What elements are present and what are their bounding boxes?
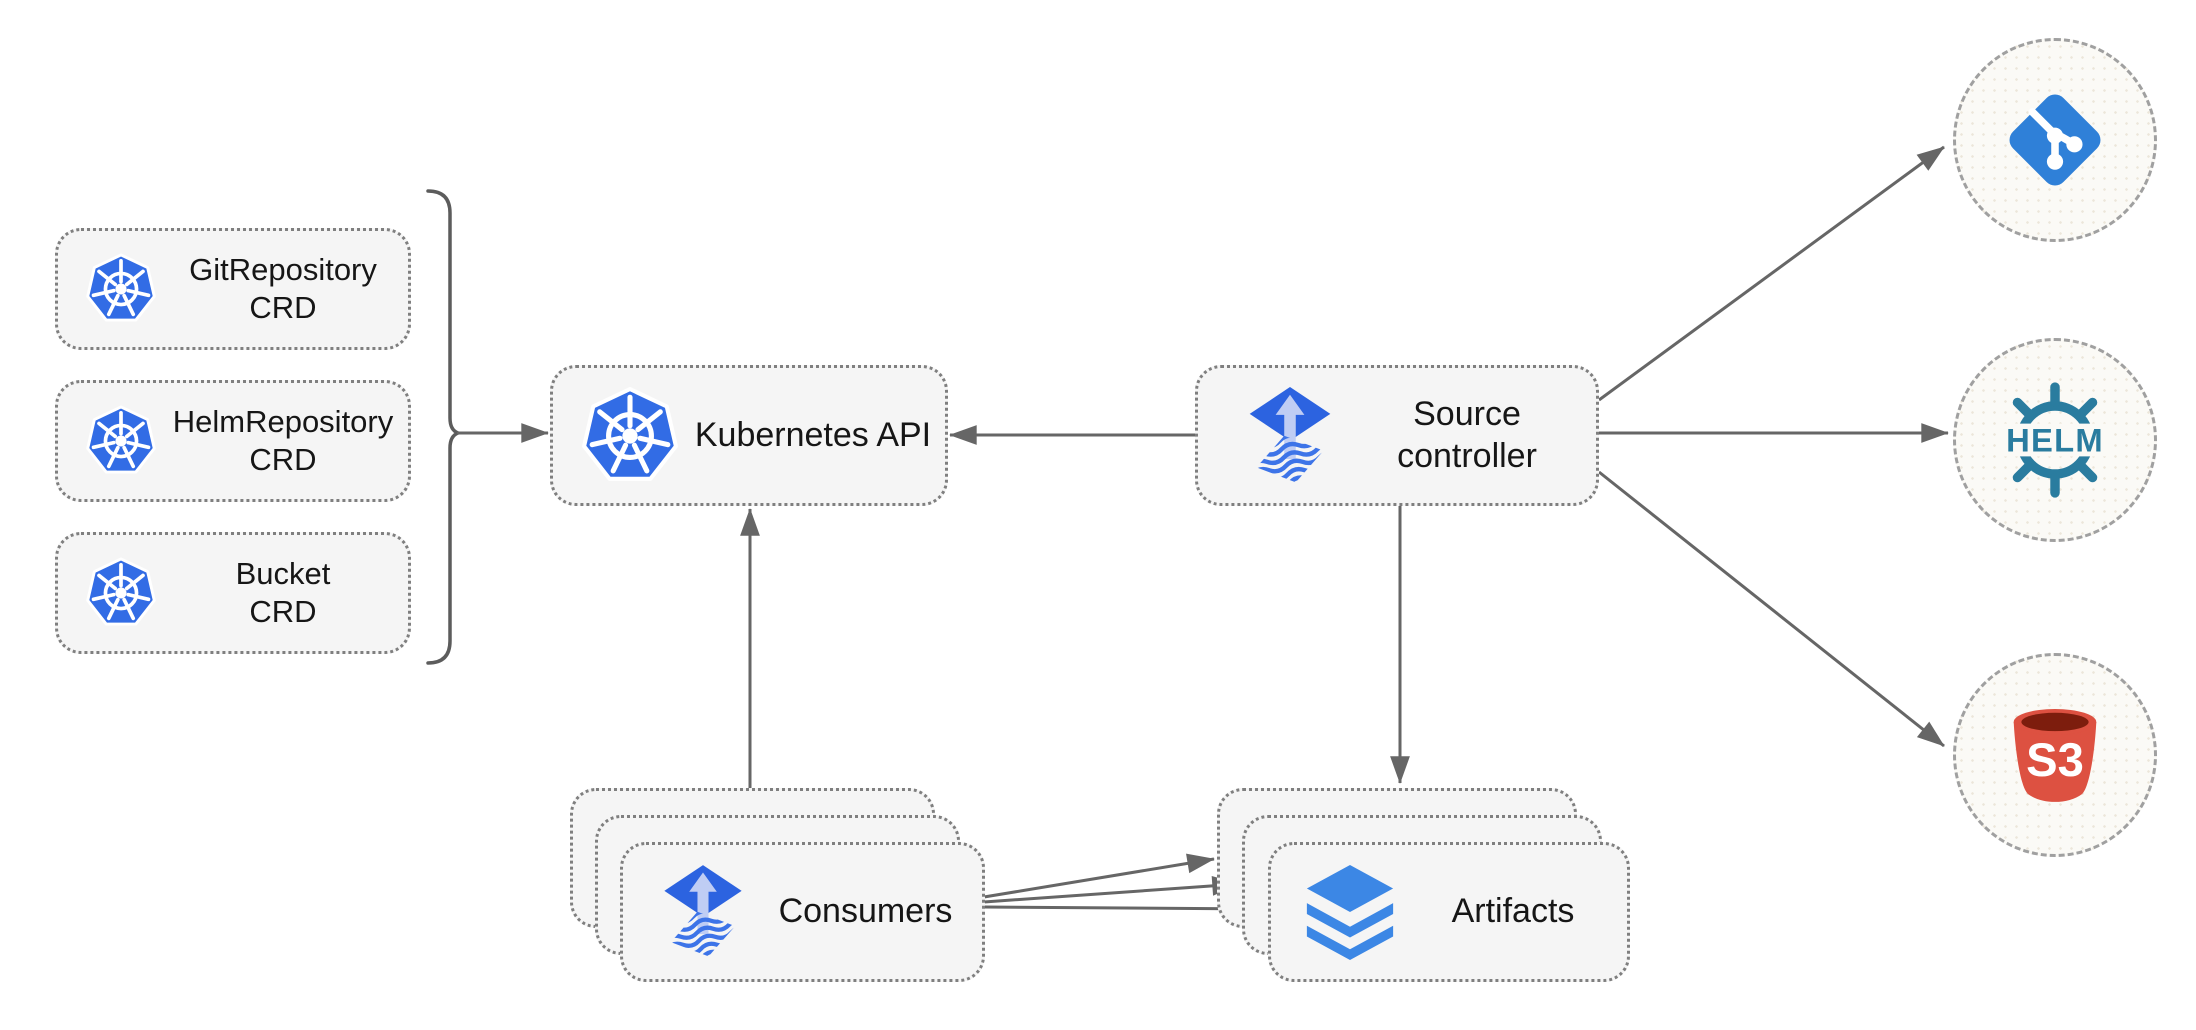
kubernetes-icon bbox=[86, 253, 156, 322]
node-bucket-crd: Bucket CRD bbox=[55, 532, 411, 654]
s3-text: S3 bbox=[2026, 734, 2084, 787]
arrow-source-controller-to-git bbox=[1598, 145, 1945, 402]
node-s3-bucket: S3 bbox=[1953, 653, 2157, 857]
node-label: Kubernetes API bbox=[694, 415, 932, 454]
node-label: HelmRepository CRD bbox=[172, 404, 394, 477]
kubernetes-icon bbox=[86, 557, 156, 626]
node-git-repository bbox=[1953, 38, 2157, 242]
node-gitrepository-crd: GitRepository CRD bbox=[55, 228, 411, 350]
git-icon bbox=[2009, 94, 2101, 186]
node-kubernetes-api: Kubernetes API bbox=[550, 365, 948, 506]
flux-icon bbox=[1249, 386, 1331, 491]
crd-group-bracket bbox=[426, 189, 463, 665]
node-label: Artifacts bbox=[1451, 892, 1575, 931]
node-label: GitRepository CRD bbox=[189, 252, 377, 325]
arrow-consumers-to-artifacts-1 bbox=[983, 853, 1215, 899]
node-helm-repository: HELM bbox=[1953, 338, 2157, 542]
arrow-consumers-to-artifacts-2 bbox=[983, 876, 1240, 904]
kubernetes-icon bbox=[582, 386, 678, 481]
node-label: Bucket CRD bbox=[235, 556, 331, 629]
node-consumers: Consumers bbox=[620, 842, 985, 982]
flux-icon bbox=[664, 865, 742, 965]
s3-icon: S3 bbox=[2013, 708, 2097, 802]
kubernetes-icon bbox=[86, 405, 156, 474]
node-source-controller: Source controller bbox=[1195, 365, 1599, 506]
layers-icon bbox=[1306, 864, 1394, 961]
helm-icon: HELM bbox=[2002, 382, 2108, 498]
arrow-source-controller-to-s3 bbox=[1598, 470, 1945, 748]
helm-text: HELM bbox=[2006, 421, 2104, 458]
node-artifacts: Artifacts bbox=[1268, 842, 1630, 982]
node-label: Consumers bbox=[778, 892, 953, 931]
node-label: Source controller bbox=[1397, 395, 1537, 475]
node-helmrepository-crd: HelmRepository CRD bbox=[55, 380, 411, 502]
